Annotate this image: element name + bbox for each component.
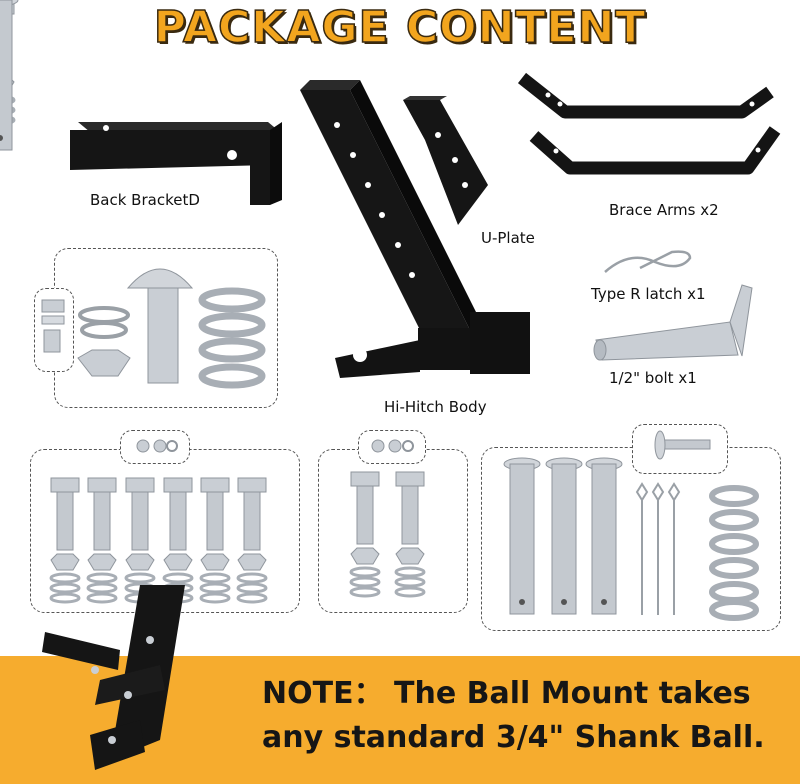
brace-arms-label: Brace Arms x2	[609, 201, 719, 219]
page-title: PACKAGE CONTENT	[153, 1, 647, 54]
clevis-pins-callout	[632, 424, 728, 474]
u-plate-label: U-Plate	[481, 229, 535, 247]
carriage-bolt-kit-panel	[54, 248, 278, 408]
hex-bolts-two-callout	[358, 430, 426, 464]
note-line-2: any standard 3/4" Shank Ball.	[262, 720, 765, 755]
bolt-label: 1/2" bolt x1	[609, 369, 697, 387]
back-bracket-label: Back BracketD	[90, 191, 200, 209]
note-line-1: NOTE： The Ball Mount takes	[262, 676, 751, 711]
hex-bolts-two-panel	[318, 449, 468, 613]
clevis-pins-panel	[481, 447, 781, 631]
r-latch-label: Type R latch x1	[591, 285, 706, 303]
hi-hitch-body-label: Hi-Hitch Body	[384, 398, 487, 416]
hex-bolts-six-callout	[120, 430, 190, 464]
hex-bolts-six-panel	[30, 449, 300, 613]
note-text: NOTE： The Ball Mount takes any standard …	[262, 672, 792, 760]
carriage-bolt-kit-callout	[34, 288, 74, 372]
